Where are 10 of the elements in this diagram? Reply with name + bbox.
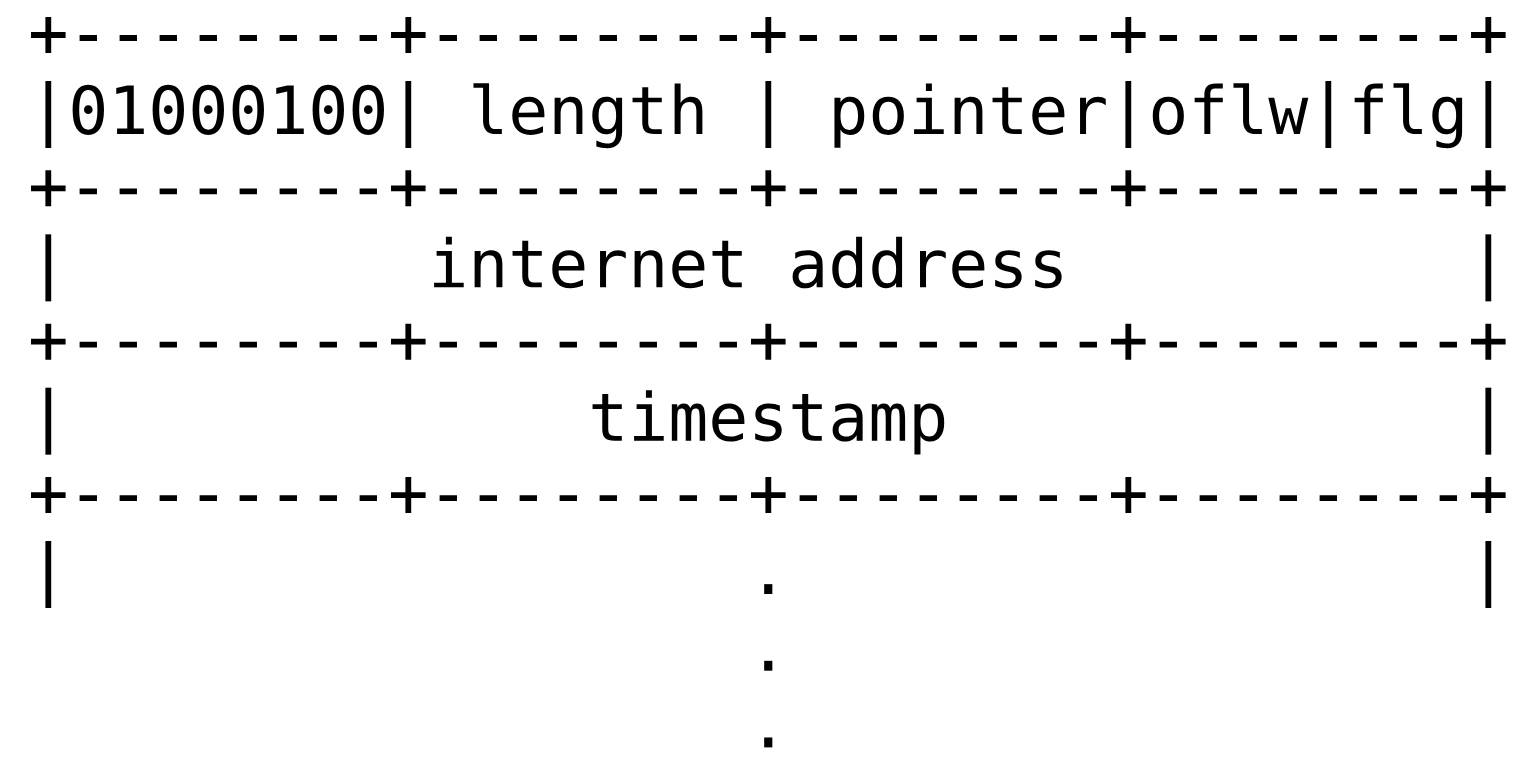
field-label: pointer — [834, 83, 1106, 148]
field-label: 01000100 — [72, 84, 384, 135]
field-label: oflw — [1152, 83, 1309, 135]
continuation-dot: . — [764, 584, 773, 595]
field-label: length — [473, 83, 703, 149]
continuation-dot: . — [764, 737, 773, 748]
field-label: internet address — [434, 236, 1062, 289]
continuation-dot: . — [764, 660, 773, 671]
field-label: timestamp — [592, 390, 945, 455]
field-label: flg — [1354, 83, 1463, 149]
